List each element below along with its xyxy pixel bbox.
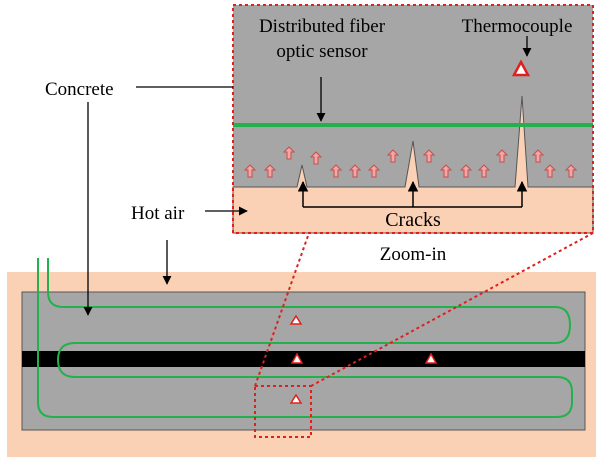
thermocouple-marker-4: [289, 393, 303, 404]
zoom-in-label: Zoom-in: [380, 244, 447, 265]
heat-arrow-icon: [439, 164, 453, 178]
label-arrows: [83, 36, 532, 316]
heat-arrow-icon: [422, 149, 436, 163]
fiber-optic-path: [37, 258, 573, 418]
heat-arrow-icon: [263, 164, 277, 178]
heat-arrow-icon: [495, 149, 509, 163]
thermocouple-marker-1: [289, 314, 303, 325]
heat-arrow-icon: [367, 164, 381, 178]
heat-arrow-icon: [243, 164, 257, 178]
zoom-panel-border: [232, 4, 594, 234]
hot-air-label: Hot air: [131, 203, 185, 224]
black-layer: [22, 351, 585, 367]
thermocouple-marker-2: [290, 352, 304, 364]
heat-arrow-icon: [564, 164, 578, 178]
heat-arrow-icon: [531, 149, 545, 163]
fiber-label-line2: optic sensor: [276, 41, 368, 62]
cracks-bracket: [297, 180, 528, 208]
thermocouple-label: Thermocouple: [462, 16, 573, 37]
concrete-label: Concrete: [45, 79, 114, 100]
heat-arrow-icon: [386, 149, 400, 163]
heat-arrows: [243, 146, 578, 178]
zoom-selection-box: [254, 385, 312, 438]
crack-profile: [232, 95, 594, 234]
heat-arrow-icon: [329, 164, 343, 178]
fiber-label-line1: Distributed fiber: [259, 16, 386, 37]
heat-arrow-icon: [477, 164, 491, 178]
cracks-label: Cracks: [385, 209, 441, 231]
heat-arrow-icon: [282, 146, 296, 160]
thermocouple-icon: [511, 59, 531, 77]
thermocouple-marker-3: [424, 352, 438, 364]
heat-arrow-icon: [309, 151, 323, 165]
heat-arrow-icon: [543, 164, 557, 178]
heat-arrow-icon: [459, 164, 473, 178]
heat-arrow-icon: [348, 164, 362, 178]
